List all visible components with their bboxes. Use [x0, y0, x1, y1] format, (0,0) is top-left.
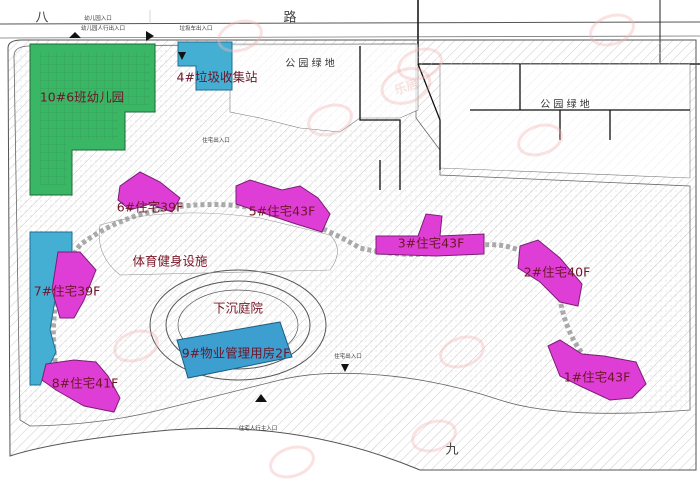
building-1-shape — [547, 339, 647, 401]
label-building-7: 7#住宅39F — [33, 283, 101, 299]
label-south-entrance: 住宅人行主入口 — [238, 426, 278, 432]
building-6-shape — [117, 171, 181, 213]
east-arrow — [341, 364, 349, 372]
building-3-shape — [375, 213, 485, 257]
label-east-entrance: 住宅出入口 — [334, 354, 362, 360]
north-road — [0, 10, 700, 39]
west-podium-block — [29, 231, 73, 386]
label-building-3: 3#住宅43F — [397, 235, 465, 251]
building-8-shape — [41, 359, 121, 413]
label-kindergarten-entrance: 幼儿园入口 — [84, 16, 112, 22]
management-building-block — [176, 321, 293, 379]
road-label-south: 九 — [445, 442, 459, 458]
garbage-arrow — [178, 52, 186, 60]
courtyard-rings — [149, 269, 327, 381]
kindergarten-arrow — [146, 31, 154, 41]
park-label-east: 公 园 绿 地 — [540, 99, 590, 111]
residential-buildings — [41, 171, 647, 413]
building-7-shape — [51, 251, 97, 319]
watermark-rings — [113, 13, 635, 479]
label-building-5: 5#住宅43F — [248, 203, 316, 219]
entrance-arrows — [69, 31, 349, 402]
label-kindergarten-pedestrian: 幼儿园人行出入口 — [80, 26, 126, 32]
label-building-6: 6#住宅39F — [116, 199, 184, 215]
site-inner-area — [13, 43, 691, 427]
building-5-shape — [235, 179, 331, 233]
east-park-zone — [439, 63, 691, 179]
label-north-entrance: 住宅出入口 — [202, 138, 230, 144]
north-park-zone — [229, 43, 419, 133]
park-label-north: 公 园 绿 地 — [285, 58, 335, 70]
label-garbage-entrance: 垃圾车出入口 — [179, 26, 213, 32]
label-garbage-station: 4#垃圾收集站 — [176, 69, 258, 85]
road-label-north-left: 八 — [35, 10, 49, 26]
label-kindergarten: 10#6班幼儿园 — [39, 89, 125, 105]
label-sports-facilities: 体育健身设施 — [132, 253, 208, 269]
kindergarten-grid — [40, 52, 150, 185]
garbage-station-block — [177, 41, 233, 91]
sports-facilities-area — [98, 212, 338, 276]
label-building-8: 8#住宅41F — [51, 375, 119, 391]
road-label-north-right: 路 — [283, 10, 297, 26]
label-sunken-courtyard: 下沉庭院 — [212, 300, 264, 316]
north-entrance-arrow — [69, 32, 81, 38]
label-building-2: 2#住宅40F — [523, 264, 591, 280]
label-management-building: 9#物业管理用房2F — [181, 345, 291, 361]
south-arrow — [255, 394, 267, 402]
label-building-1: 1#住宅43F — [563, 369, 631, 385]
building-2-shape — [517, 239, 583, 307]
park-structure-lines — [359, 46, 690, 190]
